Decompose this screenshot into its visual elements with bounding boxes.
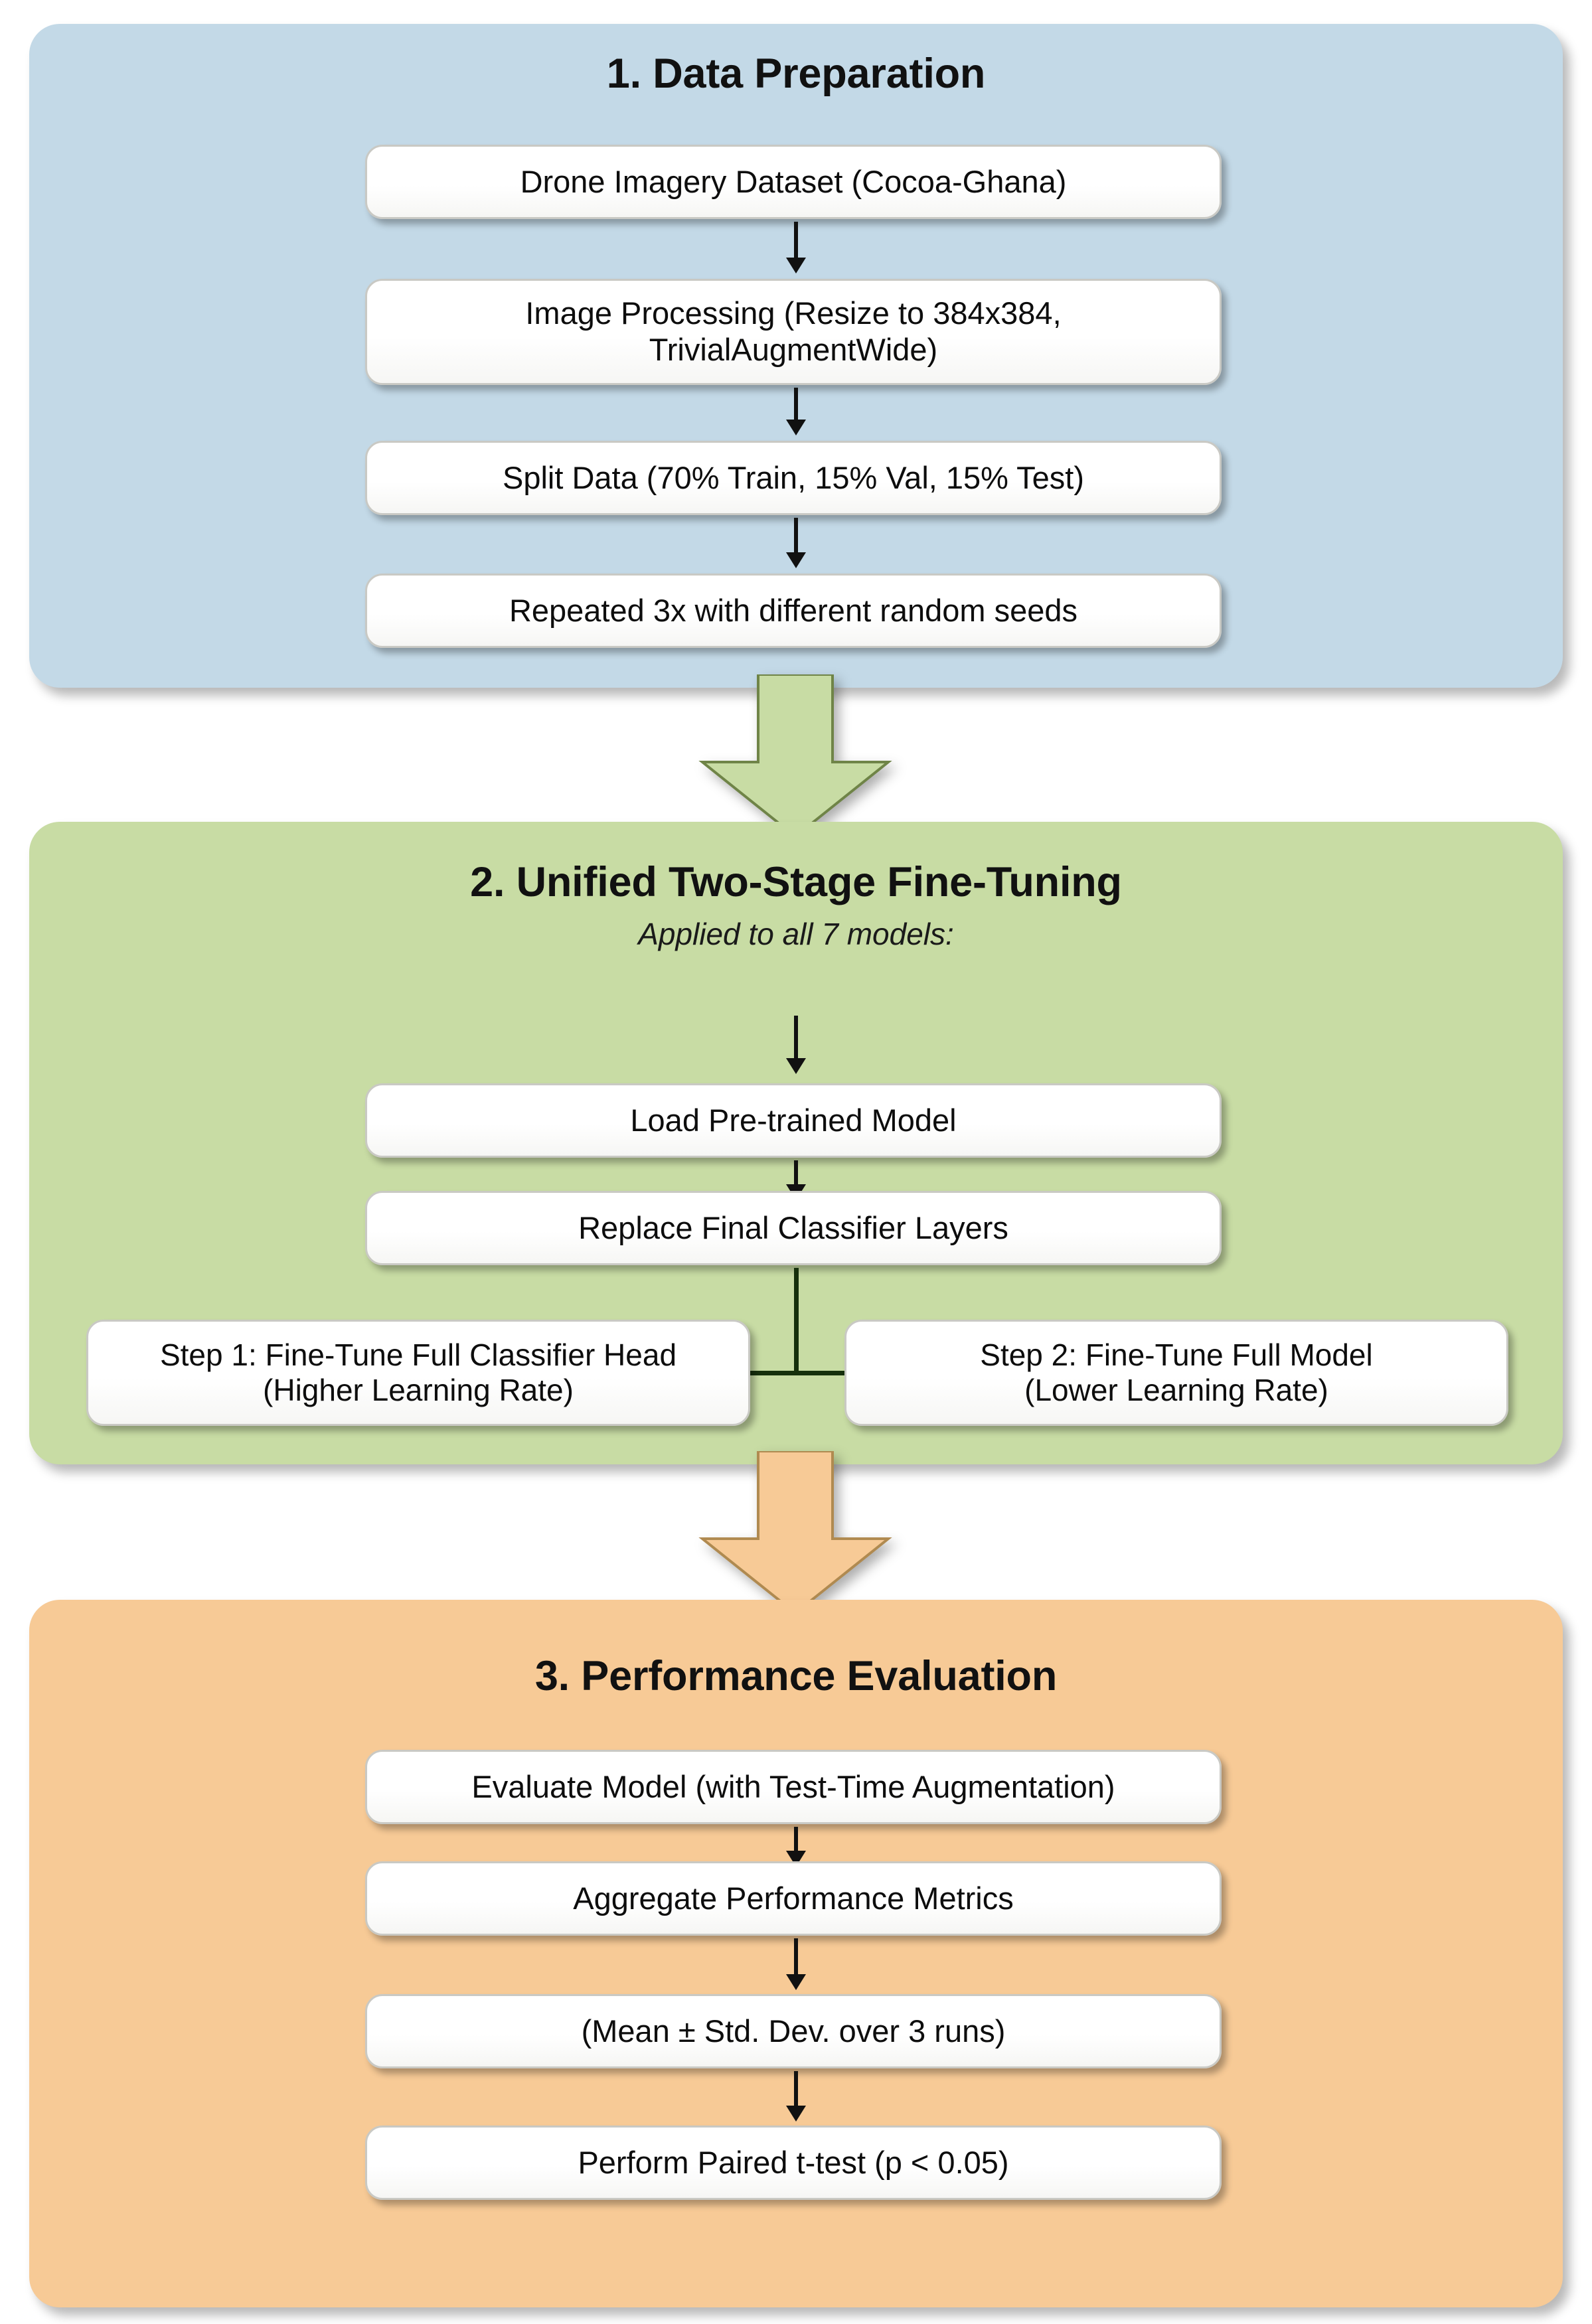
stage3-content: 3. Performance Evaluation <box>29 1600 1563 2307</box>
node-evaluate-model-tta: Evaluate Model (with Test-Time Augmentat… <box>365 1750 1222 1824</box>
node-image-processing: Image Processing (Resize to 384x384, Tri… <box>365 279 1222 385</box>
node-replace-classifier-layers: Replace Final Classifier Layers <box>365 1191 1222 1265</box>
stage1-title: 1. Data Preparation <box>606 50 986 97</box>
block-arrow-stage2-to-stage3 <box>689 1450 902 1615</box>
node-repeated-3x: Repeated 3x with different random seeds <box>365 574 1222 648</box>
connector-arrow-3b <box>794 1938 798 1977</box>
node-step2-finetune-full-model: Step 2: Fine-Tune Full Model (Lower Lear… <box>844 1320 1508 1426</box>
node-paired-t-test: Perform Paired t-test (p < 0.05) <box>365 2126 1222 2200</box>
node-split-data: Split Data (70% Train, 15% Val, 15% Test… <box>365 441 1222 515</box>
node-step1-finetune-classifier-head: Step 1: Fine-Tune Full Classifier Head (… <box>86 1320 750 1426</box>
stage1-content: 1. Data Preparation <box>29 24 1563 688</box>
node-drone-imagery-dataset: Drone Imagery Dataset (Cocoa-Ghana) <box>365 145 1222 219</box>
node-load-pretrained-model: Load Pre-trained Model <box>365 1083 1222 1158</box>
connector-arrow-1b <box>794 388 798 422</box>
connector-arrow-1c <box>794 518 798 555</box>
connector-arrow-2a <box>794 1016 798 1061</box>
connector-arrow-3c <box>794 2071 798 2108</box>
connector-arrow-2b <box>794 1160 798 1187</box>
node-aggregate-metrics: Aggregate Performance Metrics <box>365 1861 1222 1936</box>
stage2-content: 2. Unified Two-Stage Fine-Tuning Applied… <box>29 822 1563 1464</box>
node-mean-std-dev: (Mean ± Std. Dev. over 3 runs) <box>365 1994 1222 2068</box>
stage2-subtitle: Applied to all 7 models: <box>638 917 954 952</box>
stage2-title: 2. Unified Two-Stage Fine-Tuning <box>470 859 1122 905</box>
connector-arrow-3a <box>794 1827 798 1853</box>
stage3-title: 3. Performance Evaluation <box>534 1653 1058 1699</box>
split-connector-vertical <box>794 1268 799 1374</box>
block-arrow-stage1-to-stage2 <box>689 673 902 838</box>
split-connector-horizontal <box>728 1371 867 1375</box>
connector-arrow-1a <box>794 222 798 260</box>
